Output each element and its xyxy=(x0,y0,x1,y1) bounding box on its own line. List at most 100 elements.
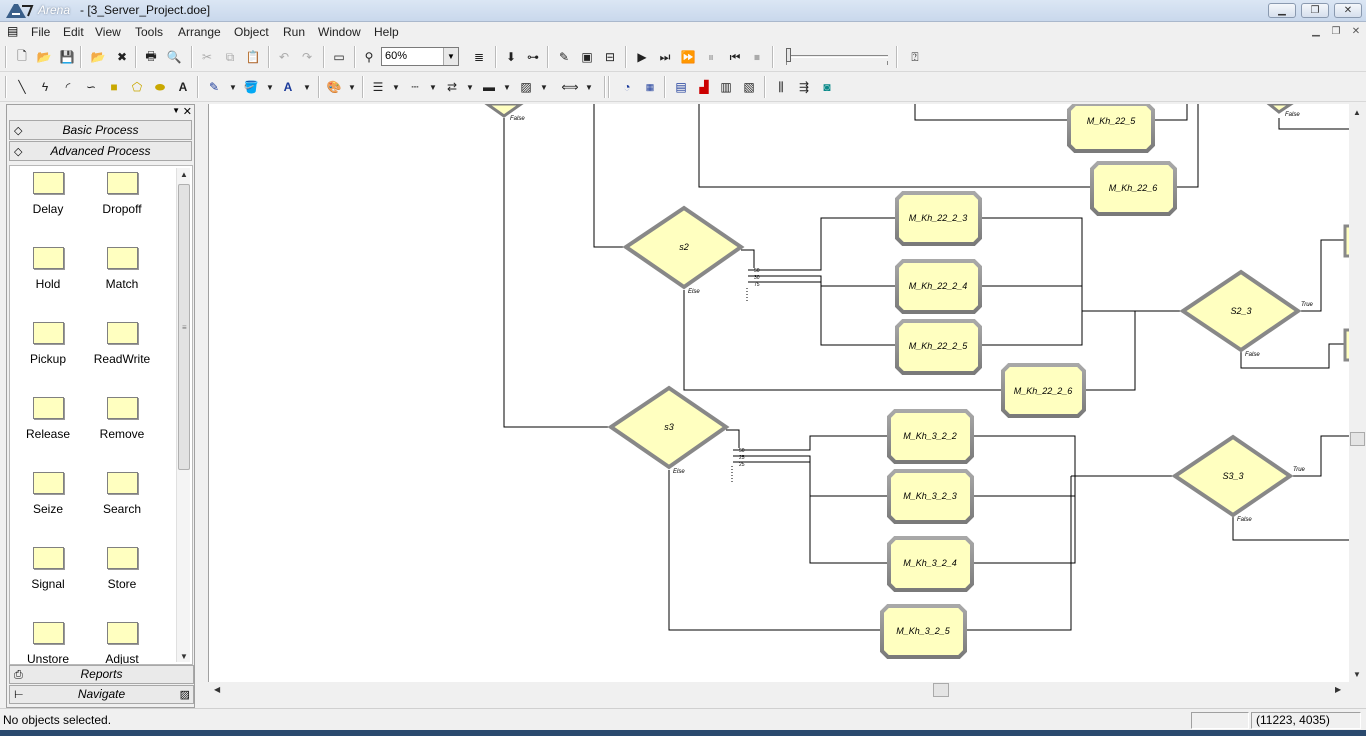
smart-connect-icon[interactable]: ⊶ xyxy=(527,50,539,64)
chevron-down-icon[interactable]: ▼ xyxy=(303,82,311,92)
doc-minimize-button[interactable]: ▁ xyxy=(1312,26,1320,37)
speed-slider-thumb[interactable] xyxy=(786,48,791,62)
panel-advanced-process[interactable]: ◇ Advanced Process xyxy=(9,141,192,161)
module-signal[interactable]: Signal xyxy=(10,547,86,591)
canvas-vertical-scrollbar[interactable]: ▲ ▼ xyxy=(1349,104,1366,682)
module-hold[interactable]: Hold xyxy=(10,247,86,291)
process-m-kh-22-5[interactable]: M_Kh_22_5 xyxy=(1067,104,1155,153)
show-dimensions-icon[interactable]: ⟺ xyxy=(561,80,579,94)
chevron-down-icon[interactable]: ▼ xyxy=(266,82,274,92)
plot-icon[interactable]: ▧ xyxy=(743,80,755,94)
menu-run[interactable]: Run xyxy=(283,25,306,39)
global-picture-icon[interactable]: ◙ xyxy=(823,80,831,94)
decide-s3-3[interactable]: S3_3 xyxy=(1171,434,1294,518)
process-m-kh-3-2-4[interactable]: M_Kh_3_2_4 xyxy=(887,536,974,592)
module-readwrite[interactable]: ReadWrite xyxy=(84,322,160,366)
menu-file[interactable]: File xyxy=(31,25,51,39)
scroll-up-icon[interactable]: ▲ xyxy=(1353,108,1361,117)
submodel-icon[interactable]: ⊟ xyxy=(604,50,616,64)
scroll-left-icon[interactable]: ◀ xyxy=(214,685,221,694)
print-preview-icon[interactable]: 🔍 xyxy=(166,50,182,64)
thumbnail-icon[interactable]: ▨ xyxy=(179,689,190,701)
panel-reports[interactable]: ⎙ Reports xyxy=(9,665,194,684)
chevron-down-icon[interactable]: ▼ xyxy=(540,82,548,92)
process-m-kh-3-2-2[interactable]: M_Kh_3_2_2 xyxy=(887,409,974,464)
chevron-down-icon[interactable]: ▼ xyxy=(348,82,356,92)
vertical-scroll-thumb[interactable] xyxy=(1350,432,1365,446)
end-icon[interactable]: ⏹ xyxy=(753,49,760,64)
palette-scroll-thumb[interactable]: ≡ xyxy=(178,184,190,470)
module-search[interactable]: Search xyxy=(84,472,160,516)
bezier-icon[interactable]: ∽ xyxy=(85,80,97,94)
chevron-down-icon[interactable]: ▼ xyxy=(466,82,474,92)
module-unstore[interactable]: Unstore xyxy=(10,622,86,664)
process-m-kh-22-6[interactable]: M_Kh_22_6 xyxy=(1090,161,1177,216)
pause-icon[interactable]: ⏸ xyxy=(707,49,714,64)
process-m-kh-22-2-4[interactable]: M_Kh_22_2_4 xyxy=(895,259,982,314)
clock-icon[interactable]: ◔ xyxy=(623,80,631,94)
module-dropoff[interactable]: Dropoff xyxy=(84,172,160,216)
detach-icon[interactable]: ✖ xyxy=(116,50,128,64)
step-icon[interactable]: ⏭ xyxy=(659,49,671,64)
decide-s2-3[interactable]: S2_3 xyxy=(1179,269,1302,353)
scroll-right-icon[interactable]: ▶ xyxy=(1335,685,1342,694)
panel-basic-process[interactable]: ◇ Basic Process xyxy=(9,120,192,140)
context-help-icon[interactable]: ⍰ xyxy=(911,49,919,64)
date-icon[interactable]: ▦ xyxy=(645,81,655,92)
attach-icon[interactable]: 📂 xyxy=(90,50,106,64)
palette-scrollbar[interactable]: ▲ ≡ ▼ xyxy=(176,168,190,662)
menu-arrange[interactable]: Arrange xyxy=(178,25,221,39)
text-color-icon[interactable]: A xyxy=(283,80,293,94)
arc-icon[interactable]: ◜ xyxy=(65,80,71,94)
redo-icon[interactable]: ↷ xyxy=(301,50,313,64)
start-over-icon[interactable]: ⏮ xyxy=(729,49,741,64)
background-color-icon[interactable]: 🎨 xyxy=(326,80,342,94)
animate-connectors-icon[interactable]: ✎ xyxy=(558,50,570,64)
undo-icon[interactable]: ↶ xyxy=(278,50,290,64)
module-remove[interactable]: Remove xyxy=(84,397,160,441)
minimize-button[interactable]: ▁ xyxy=(1268,3,1296,18)
process-m-kh-22-2-6[interactable]: M_Kh_22_2_6 xyxy=(1001,363,1086,418)
splitter[interactable] xyxy=(198,104,206,708)
line-width-icon[interactable]: ☰ xyxy=(372,80,384,94)
doc-restore-button[interactable]: ❐ xyxy=(1331,26,1341,37)
document-system-icon[interactable]: ▤ xyxy=(7,24,19,38)
speed-slider-track[interactable] xyxy=(786,55,888,58)
queue-icon[interactable]: ⫼ xyxy=(778,79,784,94)
level-icon[interactable]: ▟ xyxy=(699,80,709,94)
horizontal-scroll-thumb[interactable] xyxy=(933,683,949,697)
chevron-down-icon[interactable]: ▼ xyxy=(229,82,237,92)
cut-icon[interactable]: ✂ xyxy=(201,50,213,64)
fill-pattern-icon[interactable]: ▨ xyxy=(520,80,532,94)
process-m-kh-3-2-5[interactable]: M_Kh_3_2_5 xyxy=(880,604,967,659)
histogram-icon[interactable]: ▥ xyxy=(720,80,732,94)
module-delay[interactable]: Delay xyxy=(10,172,86,216)
arrow-style-icon[interactable]: ⇄ xyxy=(446,80,458,94)
process-m-kh-3-2-3[interactable]: M_Kh_3_2_3 xyxy=(887,469,974,524)
chevron-down-icon[interactable]: ▼ xyxy=(172,106,180,115)
chevron-down-icon[interactable]: ▼ xyxy=(429,82,437,92)
box-icon[interactable]: ■ xyxy=(110,80,118,94)
scroll-down-icon[interactable]: ▼ xyxy=(180,652,188,661)
menu-tools[interactable]: Tools xyxy=(135,25,164,39)
menu-view[interactable]: View xyxy=(95,25,121,39)
ellipse-icon[interactable]: ⬬ xyxy=(154,79,166,94)
decide-s2[interactable]: s2 xyxy=(622,205,745,290)
process-m-kh-22-2-3[interactable]: M_Kh_22_2_3 xyxy=(895,191,982,246)
close-button[interactable]: ✕ xyxy=(1334,3,1362,18)
fill-color-icon[interactable]: 🪣 xyxy=(243,80,259,94)
variable-icon[interactable]: ▤ xyxy=(675,80,687,94)
scroll-down-icon[interactable]: ▼ xyxy=(1353,670,1361,679)
polygon-icon[interactable]: ⬠ xyxy=(131,80,143,94)
line-style-icon[interactable]: ┄ xyxy=(411,80,419,94)
view-region-icon[interactable]: ▭ xyxy=(333,50,345,64)
copy-icon[interactable]: ⧉ xyxy=(225,49,235,64)
chevron-down-icon[interactable]: ▼ xyxy=(585,82,593,92)
maximize-button[interactable]: ❐ xyxy=(1301,3,1329,18)
module-pickup[interactable]: Pickup xyxy=(10,322,86,366)
chevron-down-icon[interactable]: ▼ xyxy=(503,82,511,92)
text-icon[interactable]: A xyxy=(178,80,188,94)
go-icon[interactable]: ▶ xyxy=(637,50,647,64)
flowchart-diagram[interactable]: False False s2 Else 50 30 75 S2_3 True F… xyxy=(209,104,1349,682)
menu-object[interactable]: Object xyxy=(234,25,269,39)
